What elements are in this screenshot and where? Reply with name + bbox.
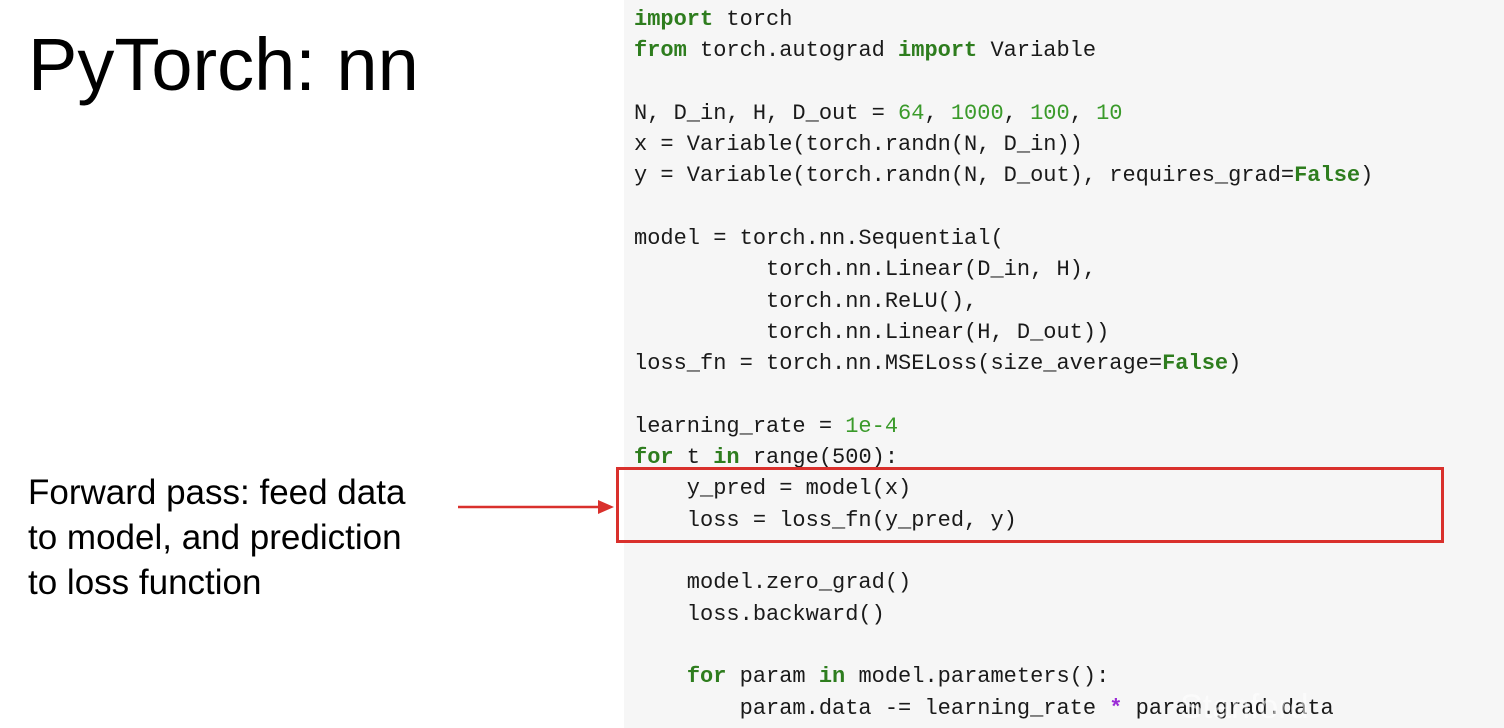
code-text: model.zero_grad()	[634, 570, 912, 596]
code-number: 1e-4	[845, 413, 899, 439]
code-keyword: import	[898, 38, 978, 64]
code-text: ,	[924, 100, 951, 126]
code-line: model.zero_grad()	[634, 567, 1373, 598]
code-text: torch	[713, 7, 793, 32]
code-text: ,	[1003, 100, 1031, 126]
code-text: torch.nn.ReLU(),	[634, 288, 978, 314]
code-text: param.data -= learning_rate	[634, 695, 1110, 721]
code-line: y_pred = model(x)	[634, 473, 1373, 504]
code-keyword: False	[1162, 351, 1229, 377]
code-text: Variable	[977, 38, 1097, 64]
caption-line: to loss function	[28, 563, 262, 602]
code-text: y_pred = model(x)	[634, 476, 912, 502]
code-number: 1000	[950, 100, 1004, 126]
code-line: import torch	[634, 4, 1373, 35]
code-line: from torch.autograd import Variable	[634, 35, 1373, 66]
code-text: torch.autograd	[686, 38, 899, 64]
code-text: torch.nn.Linear(H, D_out))	[634, 319, 1110, 345]
code-line: torch.nn.Linear(D_in, H),	[634, 254, 1373, 285]
code-number: 64	[898, 100, 925, 126]
caption-line: Forward pass: feed data	[28, 473, 406, 512]
forward-pass-caption: Forward pass: feed data to model, and pr…	[28, 470, 458, 605]
code-text: t	[673, 445, 714, 471]
code-line: learning_rate = 1e-4	[634, 411, 1373, 442]
code-keyword: False	[1294, 163, 1361, 189]
code-keyword: for	[686, 664, 727, 690]
code-line	[634, 67, 1373, 98]
code-line: torch.nn.ReLU(),	[634, 286, 1373, 317]
code-text: ,	[1069, 100, 1097, 126]
code-text: x = Variable(torch.randn(N, D_in))	[634, 132, 1083, 158]
code-keyword: in	[818, 664, 846, 690]
code-number: 10	[1096, 100, 1123, 126]
code-line: x = Variable(torch.randn(N, D_in))	[634, 129, 1373, 160]
code-text: torch.nn.Linear(D_in, H),	[634, 257, 1097, 283]
code-text: y = Variable(torch.randn(N, D_out), requ…	[634, 163, 1295, 189]
code-line	[634, 192, 1373, 223]
code-text: param	[726, 664, 819, 690]
code-line: loss.backward()	[634, 599, 1373, 630]
code-text	[634, 664, 687, 689]
code-line	[634, 380, 1373, 411]
code-number: 100	[1030, 100, 1070, 126]
slide-title: PyTorch: nn	[28, 23, 419, 106]
code-line: model = torch.nn.Sequential(	[634, 223, 1373, 254]
code-line: for t in range(500):	[634, 442, 1373, 473]
forward-pass-highlight-box	[616, 467, 1444, 543]
code-text: loss.backward()	[634, 601, 885, 627]
code-text: model = torch.nn.Sequential(	[634, 226, 1004, 252]
code-keyword: from	[634, 38, 687, 64]
code-panel	[624, 0, 1504, 728]
code-line: N, D_in, H, D_out = 64, 1000, 100, 10	[634, 98, 1373, 129]
code-text: loss = loss_fn(y_pred, y)	[634, 507, 1017, 533]
code-text: N, D_in, H, D_out =	[634, 100, 899, 126]
code-text: loss_fn = torch.nn.MSELoss(size_average=	[634, 351, 1163, 377]
code-keyword: import	[634, 7, 714, 32]
code-text: model.parameters():	[845, 664, 1110, 690]
code-text: param.grad.data	[1122, 695, 1334, 721]
code-text: learning_rate =	[634, 413, 846, 439]
code-text: )	[1228, 351, 1242, 377]
watermark: Stanford	[1180, 688, 1309, 726]
code-text: )	[1360, 163, 1374, 189]
caption-line: to model, and prediction	[28, 518, 402, 557]
code-line: loss_fn = torch.nn.MSELoss(size_average=…	[634, 348, 1373, 379]
code-line: loss = loss_fn(y_pred, y)	[634, 505, 1373, 536]
code-operator: *	[1109, 695, 1123, 721]
code-line	[634, 630, 1373, 661]
code-line: for param in model.parameters():	[634, 661, 1373, 692]
code-keyword: in	[713, 445, 740, 471]
code-line: param.data -= learning_rate * param.grad…	[634, 693, 1373, 724]
code-line: y = Variable(torch.randn(N, D_out), requ…	[634, 160, 1373, 191]
code-line: torch.nn.Linear(H, D_out))	[634, 317, 1373, 348]
code-text: range(500):	[739, 445, 899, 471]
code-keyword: for	[634, 445, 674, 471]
